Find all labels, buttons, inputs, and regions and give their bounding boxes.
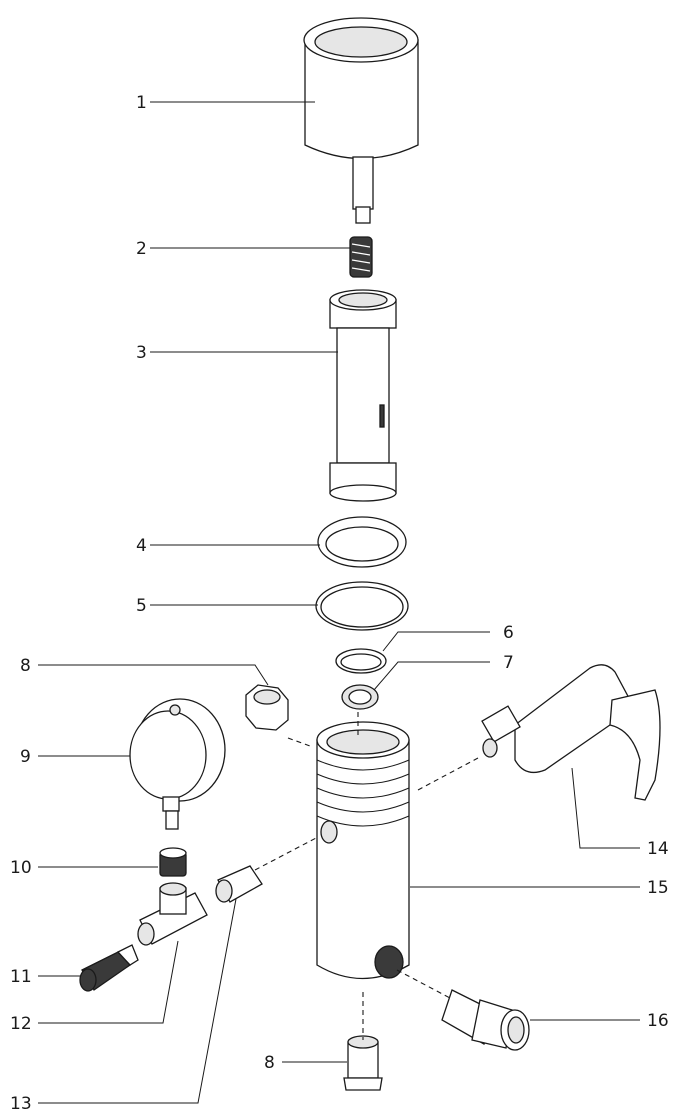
part-12-tee — [137, 882, 208, 946]
assembly-lines — [254, 712, 479, 1040]
callout-8-lower: 8 — [264, 1053, 275, 1073]
part-3-cylinder — [329, 289, 397, 502]
part-1-cap — [303, 17, 419, 224]
part-7-seal — [341, 684, 379, 710]
part-6-small-o-ring — [335, 648, 387, 674]
callout-10: 10 — [10, 858, 32, 878]
part-13-adapter — [215, 865, 263, 903]
callout-3: 3 — [136, 343, 147, 363]
part-5-o-ring — [315, 581, 409, 631]
part-14-handle — [481, 664, 661, 801]
part-8-plug-lower — [343, 1035, 383, 1091]
callout-labels: 1 2 3 4 5 6 7 8 9 10 11 12 13 14 15 16 8 — [10, 93, 669, 1114]
callout-5: 5 — [136, 596, 147, 616]
callout-2: 2 — [136, 239, 147, 259]
callout-6: 6 — [503, 623, 514, 643]
part-10-bushing — [159, 847, 187, 877]
part-4-ring — [317, 516, 407, 568]
callout-8-upper: 8 — [20, 656, 31, 676]
callout-9: 9 — [20, 747, 31, 767]
callout-14: 14 — [647, 839, 669, 859]
part-2-spring — [349, 236, 373, 278]
callout-4: 4 — [136, 536, 147, 556]
part-11-nipple — [79, 944, 139, 992]
part-15-housing — [316, 721, 410, 980]
callout-11: 11 — [10, 967, 32, 987]
callout-15: 15 — [647, 878, 669, 898]
callout-12: 12 — [10, 1014, 32, 1034]
part-16-fitting — [441, 989, 530, 1051]
part-8-plug-upper — [245, 684, 289, 731]
part-9-gauge — [129, 698, 226, 830]
callout-16: 16 — [647, 1011, 669, 1031]
callout-1: 1 — [136, 93, 147, 113]
leader-lines — [38, 101, 640, 1104]
callout-7: 7 — [503, 653, 514, 673]
callout-13: 13 — [10, 1094, 32, 1114]
